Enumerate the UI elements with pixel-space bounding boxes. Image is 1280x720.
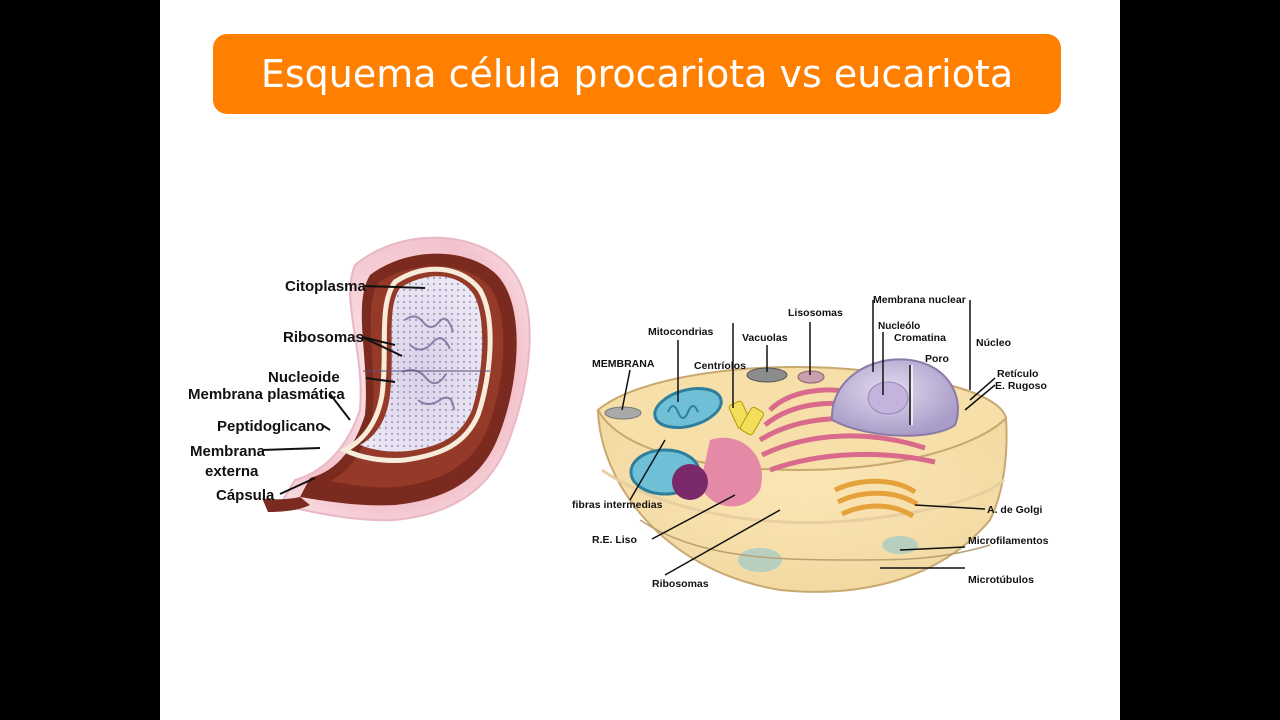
label-vacuolas: Vacuolas: [742, 332, 788, 344]
slide: Esquema célula procariota vs eucariota: [160, 0, 1120, 720]
label-microtubulos: Microtúbulos: [968, 574, 1034, 586]
eukaryote-labels: Membrana nuclear Lisosomas Nucleólo Mito…: [572, 294, 1049, 590]
label-cromatina: Cromatina: [894, 332, 946, 344]
eukaryote-cell-illustration: [596, 358, 1008, 593]
prokaryote-labels: Citoplasma Ribosomas Nucleoide Membrana …: [188, 278, 367, 504]
label-microfilamentos: Microfilamentos: [968, 535, 1049, 547]
label-capsula: Cápsula: [216, 487, 275, 504]
label-membrana: MEMBRANA: [592, 358, 655, 370]
eukaryote-leader-lines: [621, 300, 996, 576]
label-nucleolo: Nucleólo: [878, 321, 920, 332]
label-citoplasma: Citoplasma: [285, 278, 367, 295]
label-ribosomas-prok: Ribosomas: [283, 329, 364, 346]
label-poro: Poro: [925, 353, 949, 365]
label-golgi: A. de Golgi: [987, 504, 1043, 516]
label-mitocondrias: Mitocondrias: [648, 326, 713, 338]
label-ribosomas-euk: Ribosomas: [652, 578, 709, 590]
label-membrana-nuclear: Membrana nuclear: [873, 294, 966, 306]
prokaryote-leader-lines: [261, 285, 426, 495]
label-nucleo: Núcleo: [976, 337, 1011, 349]
label-membrana-externa-2: externa: [205, 463, 259, 480]
label-membrana-plasmatica: Membrana plasmática: [188, 386, 345, 403]
label-peptidoglicano: Peptidoglicano: [217, 418, 325, 435]
prokaryote-cell-illustration: [262, 236, 531, 522]
label-reticulo-1: Retículo: [997, 368, 1038, 380]
label-centriolos: Centríolos: [694, 360, 746, 372]
label-reticulo-2: E. Rugoso: [995, 380, 1047, 392]
label-fibras-intermedias: fibras intermedias: [572, 499, 663, 511]
label-nucleoide: Nucleoide: [268, 369, 340, 386]
label-lisosomas: Lisosomas: [788, 307, 843, 319]
title-bar: Esquema célula procariota vs eucariota: [213, 34, 1061, 114]
label-re-liso: R.E. Liso: [592, 534, 637, 546]
label-membrana-externa-1: Membrana: [190, 443, 266, 460]
slide-title: Esquema célula procariota vs eucariota: [260, 52, 1014, 96]
